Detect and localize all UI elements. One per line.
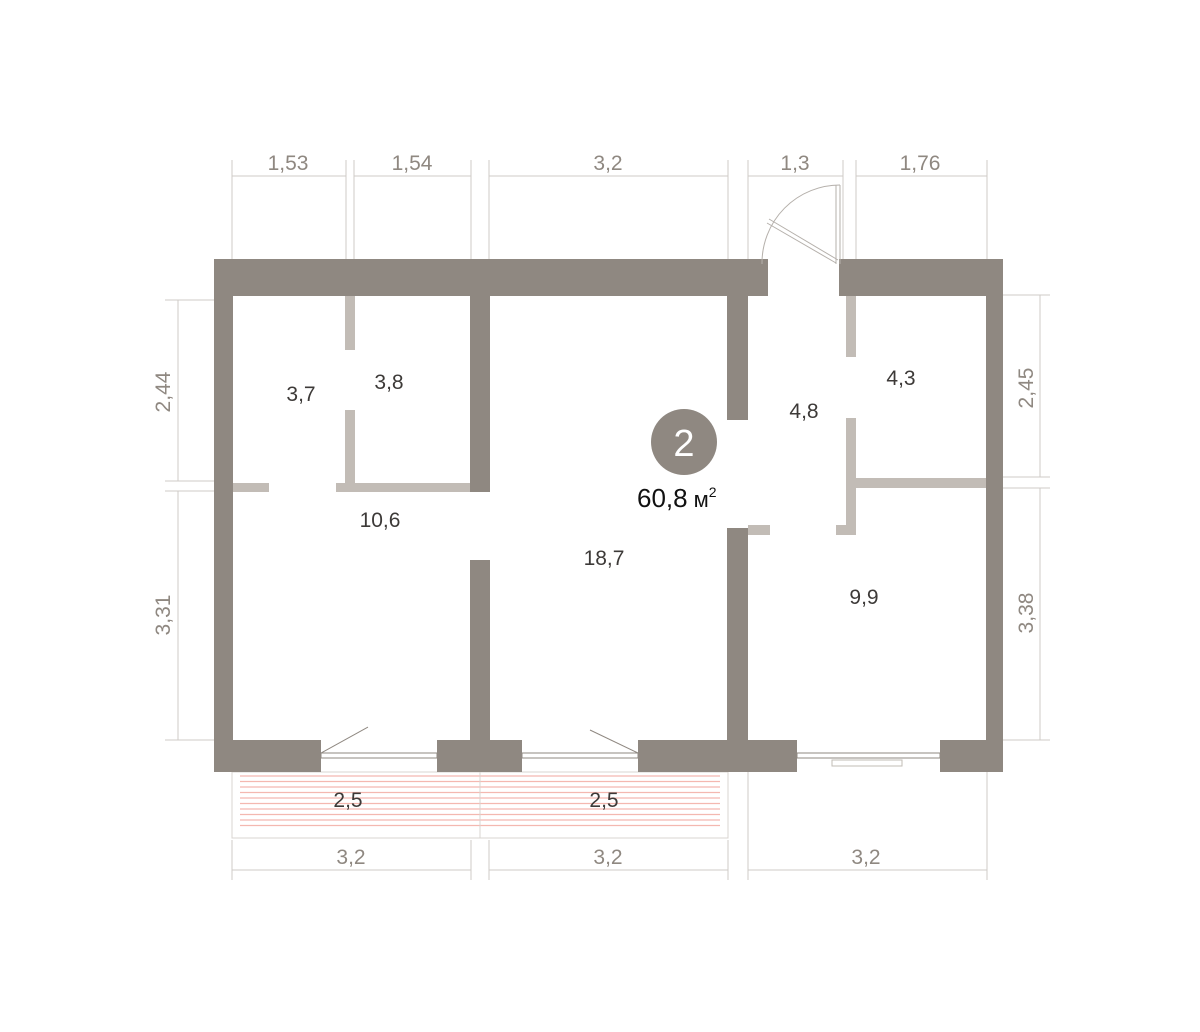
dimension-label: 3,2 [336,846,365,869]
partitions [233,296,986,535]
dimension-label: 3,2 [593,846,622,869]
room-area-label: 9,9 [849,586,878,609]
dimension-label: 1,3 [780,152,809,175]
dimension-label: 3,38 [1015,593,1038,634]
dimension-label: 3,2 [851,846,880,869]
dimension-label: 1,54 [392,152,433,175]
dimension-lines [165,160,1050,880]
balcony-area-label: 2,5 [589,789,618,812]
dimension-label: 2,45 [1015,368,1038,409]
room-area-label: 4,3 [886,367,915,390]
room-area-label: 3,8 [374,371,403,394]
dimension-label: 3,2 [593,152,622,175]
balcony-area-label: 2,5 [333,789,362,812]
room-area-label: 3,7 [286,383,315,406]
dimension-label: 2,44 [152,371,175,412]
total-area-value: 60,8 [637,483,688,513]
area-unit: м [694,487,709,512]
entrance-door [761,184,841,265]
exterior-walls [214,259,1003,772]
dimension-label: 1,53 [268,152,309,175]
windows [320,726,941,767]
apartment-number: 2 [673,423,694,465]
area-unit-sup: 2 [709,484,717,500]
dimension-label: 1,76 [900,152,941,175]
balcony [231,771,729,839]
room-area-label: 10,6 [360,509,401,532]
dimension-label: 3,31 [152,595,175,636]
apartment-badge [651,409,717,475]
room-area-label: 4,8 [789,400,818,423]
room-area-label: 18,7 [584,547,625,570]
